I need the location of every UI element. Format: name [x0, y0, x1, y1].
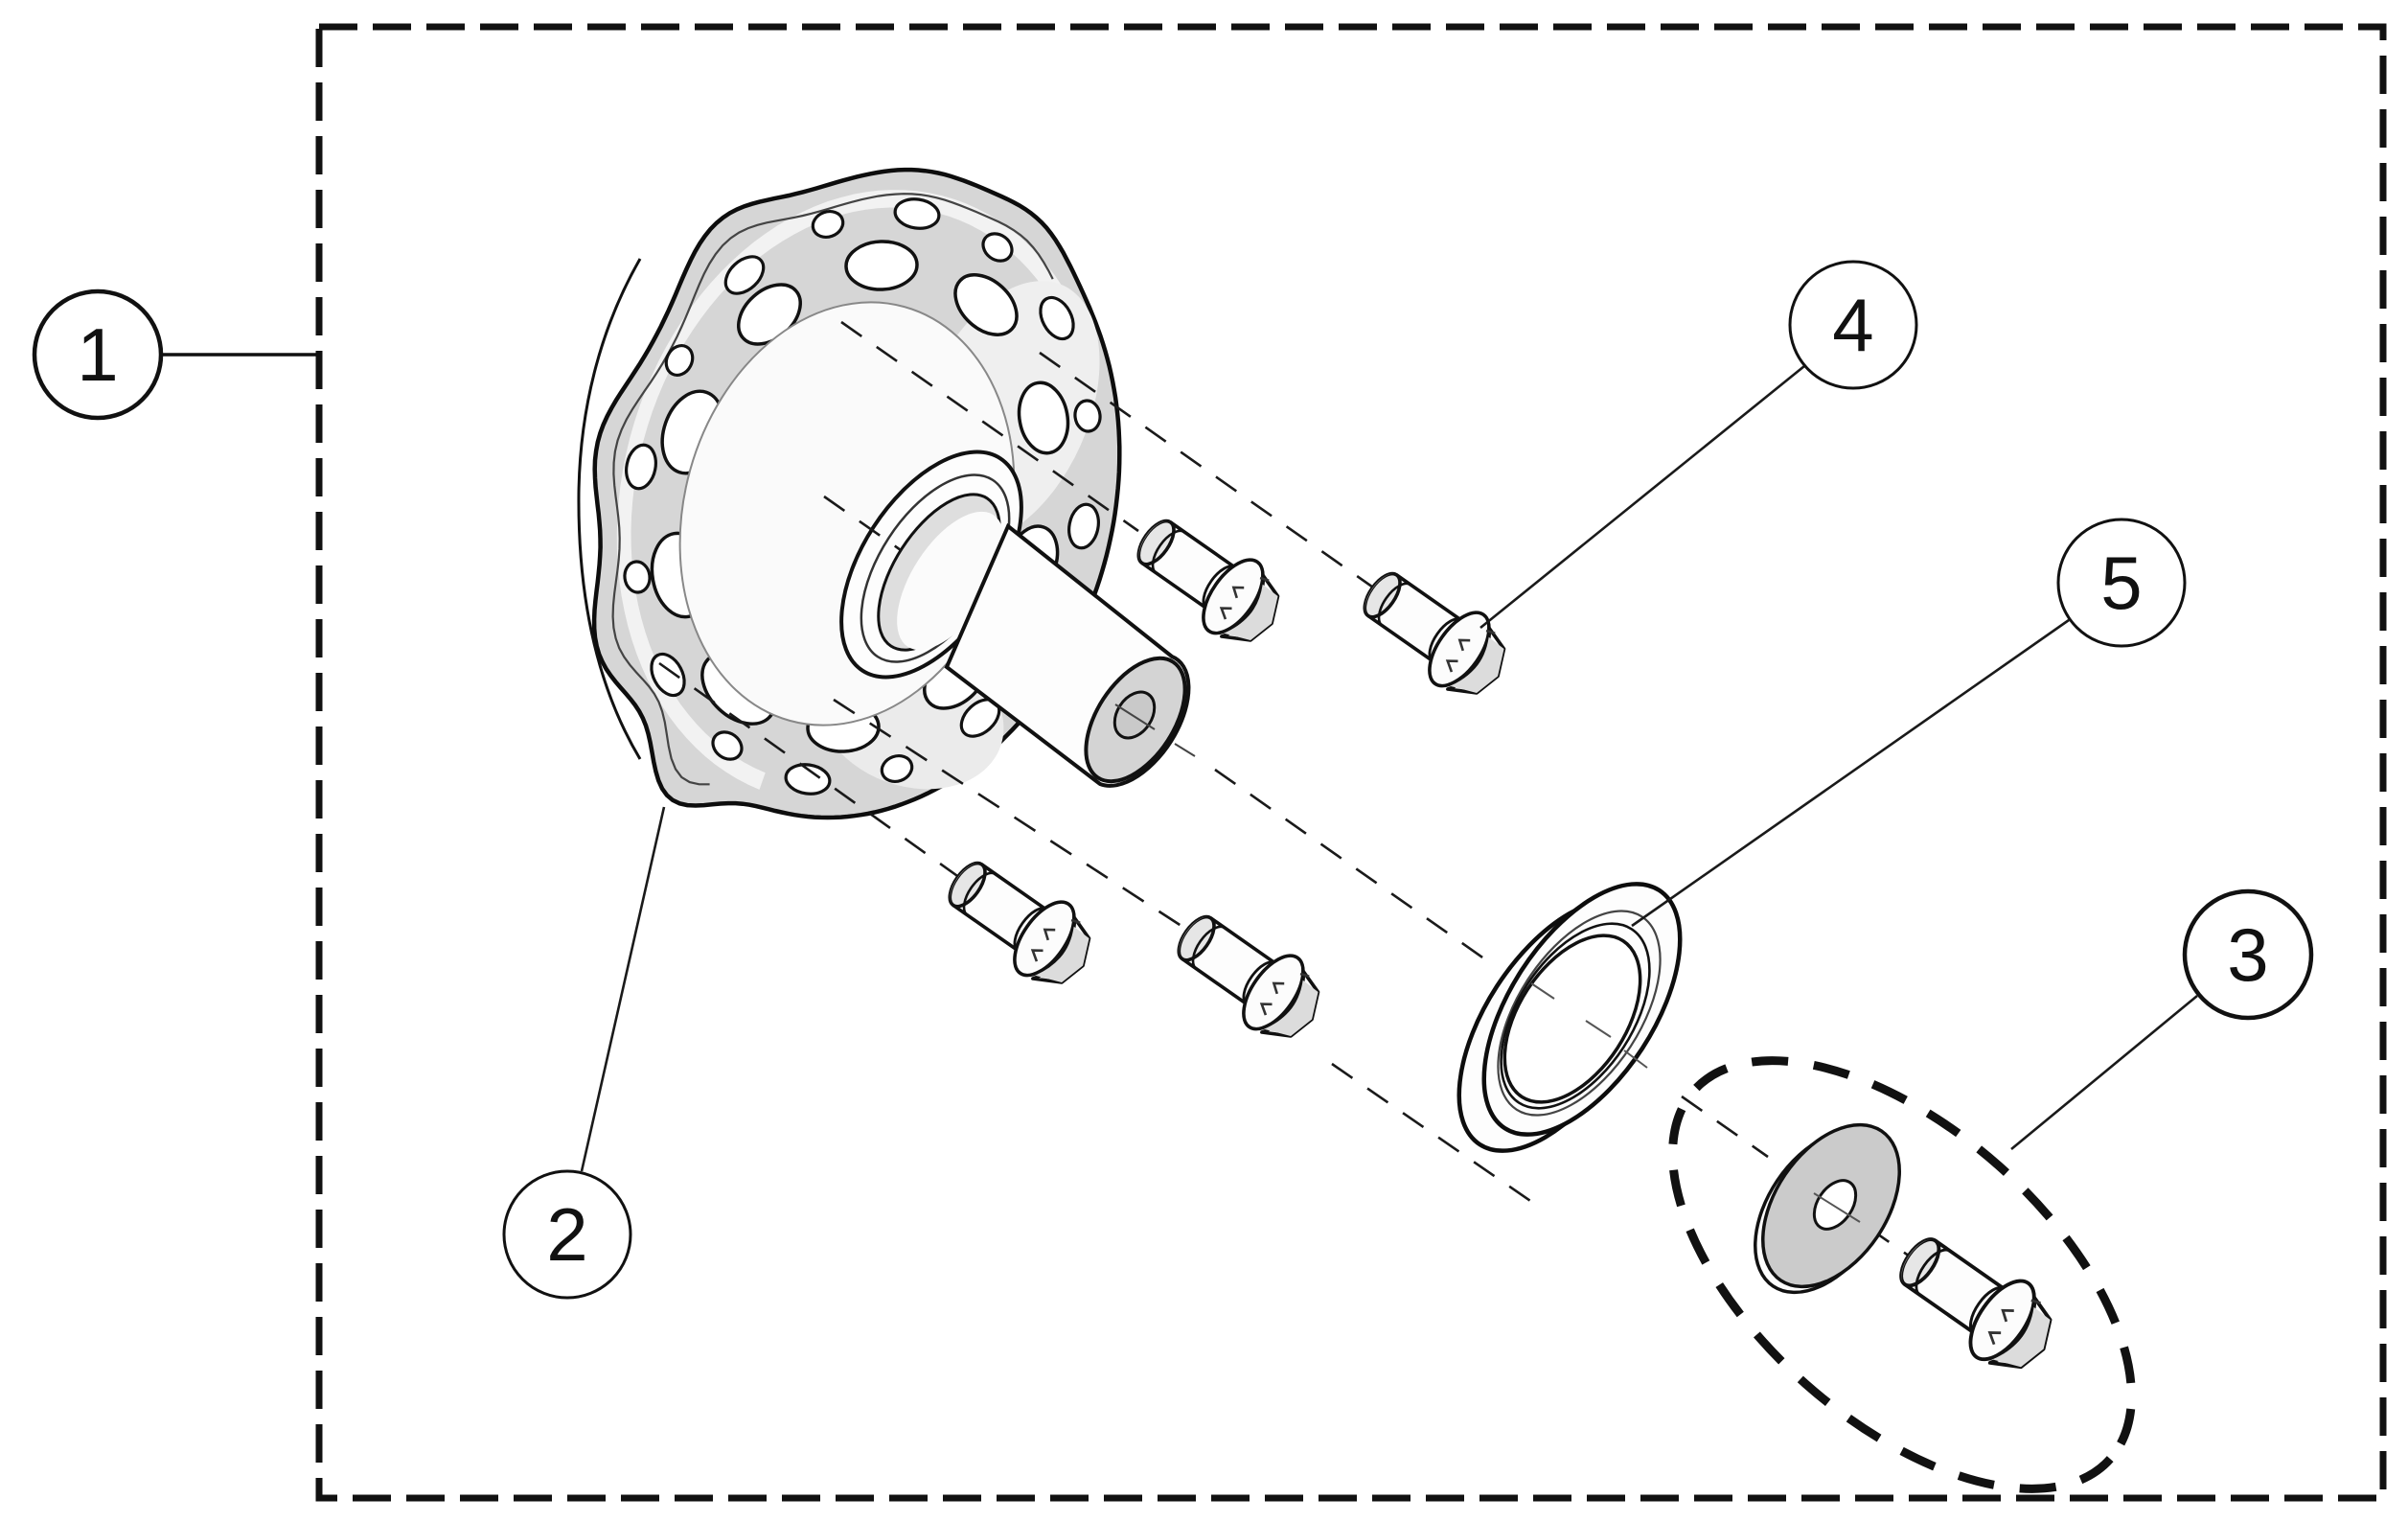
svg-text:3: 3 [2227, 912, 2268, 997]
svg-text:5: 5 [2100, 541, 2142, 625]
svg-text:4: 4 [1832, 283, 1873, 367]
svg-text:1: 1 [77, 312, 118, 397]
svg-text:2: 2 [546, 1192, 587, 1277]
